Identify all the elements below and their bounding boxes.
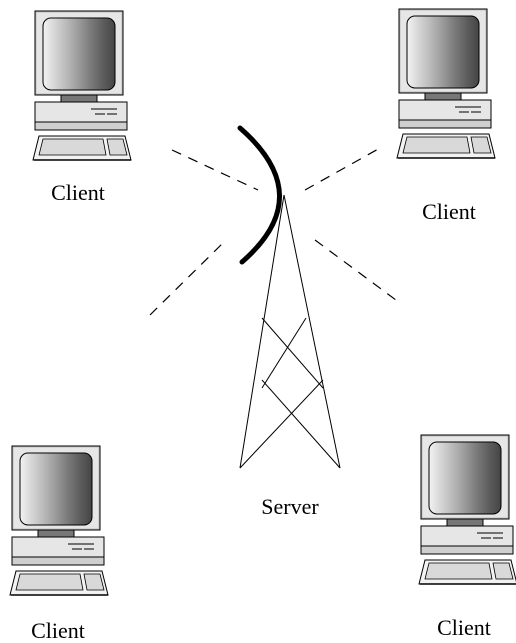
link-server-client-bottom-right [314, 239, 401, 304]
client-bottom-left-icon [9, 445, 109, 596]
client-bottom-right-icon [418, 434, 516, 585]
client-top-left-label: Client [51, 180, 105, 205]
client-bottom-right-label: Client [437, 615, 491, 640]
server-label: Server [261, 494, 319, 519]
link-server-client-top-right [304, 147, 381, 191]
client-top-right-icon [396, 8, 496, 159]
link-server-client-bottom-left [149, 239, 227, 316]
link-server-client-top-left [171, 149, 259, 191]
client-bottom-left-label: Client [31, 618, 85, 643]
client-top-right-label: Client [422, 199, 476, 224]
client-top-left-icon [32, 10, 132, 161]
radio-tower-icon [237, 125, 341, 469]
